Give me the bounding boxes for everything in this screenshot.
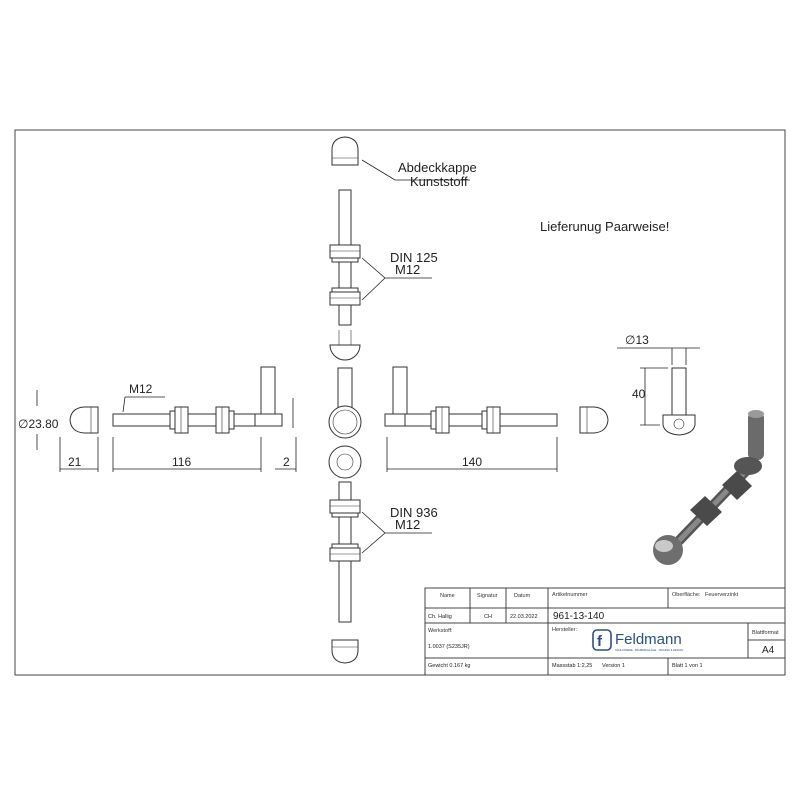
din936-label: DIN 936 [390, 505, 438, 520]
iso-nut-2 [722, 471, 752, 500]
tb-scale: Massstab 1:2,25 [552, 663, 592, 669]
iso-nut-1 [690, 496, 722, 526]
right-nut-1 [435, 406, 450, 434]
tb-col-signature: Signatur [477, 593, 498, 599]
cap-label: Abdeckkappe [398, 160, 477, 175]
din125-label: DIN 125 [390, 250, 438, 265]
pin-diameter-dim: ∅13 [625, 333, 649, 347]
tb-sheet-format-label: Blattformat [752, 630, 779, 636]
center-eye [328, 405, 362, 439]
tb-version: Version 1 [602, 663, 625, 669]
lower-nut-1 [329, 499, 361, 514]
brand-tagline: SCHLOSSERE - BAUBESCHLÄGE - TECHNIK & DE… [615, 648, 683, 652]
cap-leader [361, 159, 470, 181]
delivery-note: Lieferunug Paarweise! [540, 219, 669, 234]
tb-material-value: 1.0037 (S235JR) [428, 644, 470, 650]
left-diameter-dim: ∅23.80 [18, 417, 59, 431]
tb-material-label: Werkstoff: [428, 628, 453, 634]
top-nut-1 [329, 244, 361, 259]
tb-date: 22.03.2022 [510, 614, 538, 620]
right-shaft [404, 413, 558, 427]
left-cap-length-dim: 21 [68, 455, 82, 469]
lower-eye-ring [328, 445, 362, 479]
vertical-assembly [328, 136, 362, 664]
tb-name: Ch. Hallig [428, 614, 452, 620]
right-cover-cap [579, 406, 609, 434]
tb-sheet-count: Blatt 1 von 1 [672, 663, 703, 669]
feldmann-logo: f [592, 629, 612, 651]
tb-manufacturer-label: Hersteller: [552, 627, 578, 633]
pin-detail-eye [662, 414, 696, 436]
top-cover-cap [331, 136, 359, 166]
right-length-dim: 140 [462, 455, 482, 469]
left-nut-2 [215, 406, 230, 434]
tb-surface-value: Feuerverzinkt [705, 592, 739, 598]
tb-article-no: 961-13-140 [553, 611, 605, 622]
left-assembly [69, 366, 283, 434]
din936-thread-label: M12 [395, 517, 420, 532]
tb-sheet-format: A4 [762, 645, 775, 656]
bottom-cover-cap [331, 639, 359, 664]
left-pin [260, 366, 276, 418]
tb-col-date: Datum [514, 593, 531, 599]
right-assembly [384, 366, 609, 434]
feldmann-logo-icon [592, 629, 612, 651]
brand-name: Feldmann [615, 631, 682, 648]
tb-col-article: Artikelnummer [552, 592, 588, 598]
title-block [424, 587, 786, 676]
left-length-dim: 116 [172, 455, 191, 469]
right-pin [392, 366, 408, 418]
iso-pin [748, 412, 764, 460]
cap-material-label: Kunststoff [410, 174, 468, 189]
drawing-frame [14, 129, 786, 676]
isometric-view [653, 410, 764, 565]
pin-detail-shaft [671, 367, 687, 416]
tb-signature: CH [484, 614, 492, 620]
tb-col-name: Name [440, 593, 455, 599]
left-shaft [112, 413, 266, 427]
pin-detail [662, 367, 696, 436]
lower-nut-2 [329, 547, 361, 562]
svg-text:f: f [597, 633, 603, 650]
pin-height-dim: 40 [632, 387, 646, 401]
top-nut-2 [329, 291, 361, 306]
left-cover-cap [69, 406, 99, 434]
right-nut-2 [486, 406, 501, 434]
din125-thread-label: M12 [395, 262, 420, 277]
left-thread-label: M12 [129, 382, 153, 396]
tb-weight: Gewicht 0.167 kg [428, 663, 471, 669]
top-eye [329, 344, 361, 361]
tb-col-surface: Oberfläche: [672, 592, 701, 598]
left-nut-1 [174, 406, 189, 434]
left-offset-dim: 2 [283, 455, 290, 469]
